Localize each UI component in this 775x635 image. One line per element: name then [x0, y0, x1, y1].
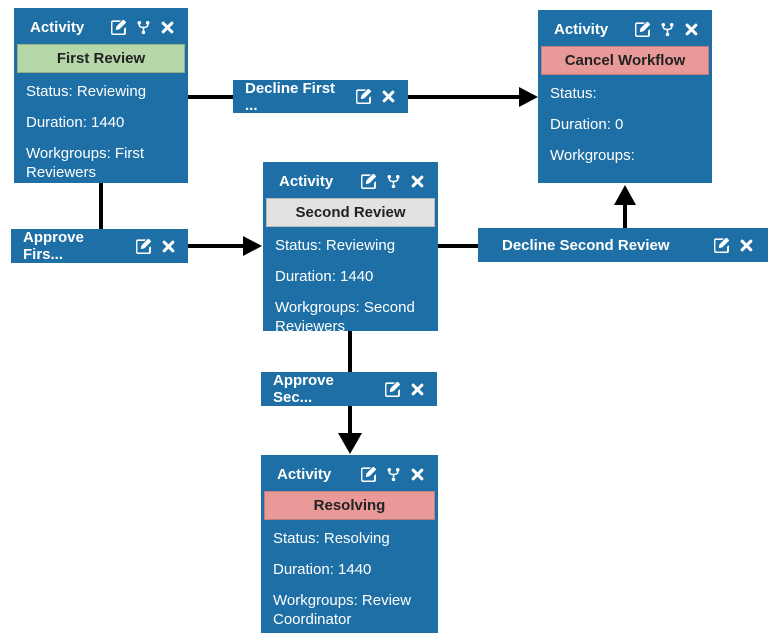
activity-title: Activity	[30, 19, 85, 36]
connector-decline-second-to-cancel	[623, 204, 627, 228]
arrowhead-into-cancel-left	[519, 87, 538, 107]
activity-node-cancel-workflow[interactable]: Activity Cancel Workflow Status: Duratio…	[538, 10, 712, 183]
header-icons	[360, 173, 425, 190]
transition-approve-second-review[interactable]: Approve Sec...	[261, 372, 437, 406]
duration-line: Duration: 1440	[273, 561, 372, 578]
transition-icons	[384, 381, 425, 398]
connector-first-to-approve-first	[99, 183, 103, 229]
duration-line: Duration: 1440	[275, 268, 374, 285]
workgroups-line: Workgroups:	[550, 147, 635, 164]
transition-label: Decline First ...	[245, 79, 336, 114]
code-fork-icon[interactable]	[136, 19, 151, 36]
transition-label: Approve Sec...	[273, 372, 334, 406]
code-fork-icon[interactable]	[386, 173, 401, 190]
close-icon[interactable]	[410, 174, 425, 189]
edit-icon[interactable]	[110, 19, 127, 36]
header-icons	[110, 19, 175, 36]
close-icon[interactable]	[381, 89, 396, 104]
status-line: Status: Reviewing	[26, 83, 147, 100]
activity-header: Activity	[14, 8, 188, 44]
activity-header: Activity	[538, 10, 712, 46]
activity-body: Status: Duration: 0 Workgroups:	[538, 75, 712, 165]
activity-node-first-review[interactable]: Activity First Review Status: Reviewing …	[14, 8, 188, 183]
connector-approve-first-to-second	[188, 244, 244, 248]
activity-body: Status: Resolving Duration: 1440 Workgro…	[261, 520, 438, 629]
edit-icon[interactable]	[360, 173, 377, 190]
activity-status-label[interactable]: First Review	[17, 44, 185, 73]
code-fork-icon[interactable]	[660, 21, 675, 38]
connector-decline-first-to-cancel	[408, 95, 521, 99]
connector-first-to-decline-first	[188, 95, 233, 99]
arrowhead-into-resolving-top	[338, 433, 362, 454]
workgroups-line: Workgroups: First Reviewers	[26, 145, 145, 181]
status-line: Status:	[550, 85, 597, 102]
transition-icons	[713, 237, 754, 254]
close-icon[interactable]	[410, 382, 425, 397]
activity-node-resolving[interactable]: Activity Resolving Status: Resolving Dur…	[261, 455, 438, 633]
edit-icon[interactable]	[713, 237, 730, 254]
edit-icon[interactable]	[355, 88, 372, 105]
edit-icon[interactable]	[135, 238, 152, 255]
activity-header: Activity	[261, 455, 438, 491]
activity-title: Activity	[277, 466, 332, 483]
activity-node-second-review[interactable]: Activity Second Review Status: Reviewing…	[263, 162, 438, 331]
activity-status-label[interactable]: Resolving	[264, 491, 435, 520]
close-icon[interactable]	[160, 20, 175, 35]
transition-decline-second-review[interactable]: Decline Second Review	[478, 228, 768, 262]
close-icon[interactable]	[739, 238, 754, 253]
transition-decline-first-review[interactable]: Decline First ...	[233, 79, 408, 114]
connector-second-to-approve-second	[348, 331, 352, 372]
transition-icons	[135, 238, 176, 255]
transition-label: Decline Second Review	[502, 236, 670, 254]
activity-status-label[interactable]: Cancel Workflow	[541, 46, 709, 75]
transition-icons	[355, 88, 396, 105]
header-icons	[360, 466, 425, 483]
edit-icon[interactable]	[634, 21, 651, 38]
connector-second-to-decline-second	[438, 244, 478, 248]
close-icon[interactable]	[684, 22, 699, 37]
arrowhead-into-cancel-bottom	[614, 185, 636, 205]
activity-title: Activity	[554, 21, 609, 38]
header-icons	[634, 21, 699, 38]
activity-status-label[interactable]: Second Review	[266, 198, 435, 227]
code-fork-icon[interactable]	[386, 466, 401, 483]
arrowhead-into-second-left	[243, 236, 262, 256]
edit-icon[interactable]	[360, 466, 377, 483]
status-line: Status: Resolving	[273, 530, 390, 547]
transition-label: Approve Firs...	[23, 229, 84, 263]
duration-line: Duration: 1440	[26, 114, 125, 131]
activity-title: Activity	[279, 173, 334, 190]
workgroups-line: Workgroups: Second Reviewers	[275, 299, 415, 331]
activity-body: Status: Reviewing Duration: 1440 Workgro…	[14, 73, 188, 182]
close-icon[interactable]	[410, 467, 425, 482]
activity-header: Activity	[263, 162, 438, 198]
close-icon[interactable]	[161, 239, 176, 254]
duration-line: Duration: 0	[550, 116, 624, 133]
status-line: Status: Reviewing	[275, 237, 396, 254]
connector-approve-second-to-resolving	[348, 406, 352, 434]
activity-body: Status: Reviewing Duration: 1440 Workgro…	[263, 227, 438, 331]
workgroups-line: Workgroups: Review Coordinator	[273, 592, 412, 628]
transition-approve-first-review[interactable]: Approve Firs...	[11, 229, 188, 263]
edit-icon[interactable]	[384, 381, 401, 398]
